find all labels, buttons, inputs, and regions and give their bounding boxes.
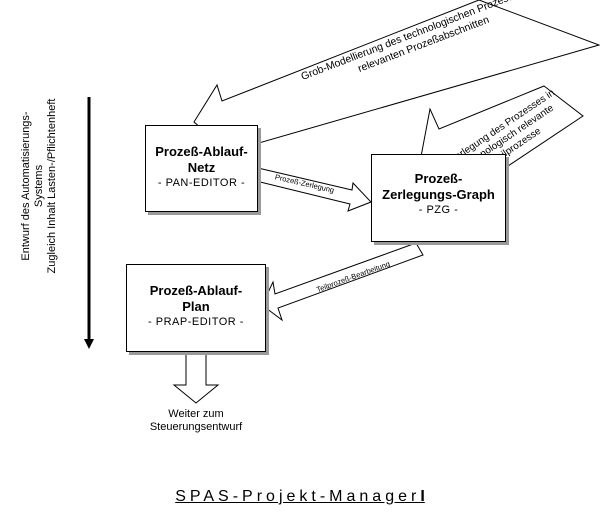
prap-title-line1: Prozeß-Ablauf- — [149, 283, 243, 298]
vertical-caption: Entwurf des Automatisierungs- Systems Zu… — [20, 66, 59, 306]
prap-editor-box: Prozeß-Ablauf- Plan - PRAP-EDITOR - — [126, 264, 266, 352]
footer-title: SPAS-Projekt-ManagerI — [0, 488, 600, 506]
output-down-arrow — [172, 351, 220, 404]
pzg-to-prap-arrow: Teilprozeß-Bearbeitung — [261, 242, 424, 322]
prap-subtitle: - PRAP-EDITOR - — [148, 316, 244, 328]
next-step-label: Weiter zum Steuerungsentwurf — [126, 408, 266, 434]
pzg-title-line1: Prozeß- — [414, 171, 463, 186]
vertical-caption-line1: Entwurf des Automatisierungs- — [20, 111, 32, 261]
next-step-line1: Weiter zum — [168, 408, 224, 420]
vertical-caption-line2: Systems — [33, 164, 45, 208]
footer-title-text: SPAS-Projekt-Manager — [175, 488, 421, 505]
vertical-caption-line3: Zugleich Inhalt Lasten-/Pflichtenheft — [46, 98, 58, 274]
pan-title-line2: Netz — [187, 160, 216, 175]
next-step-line2: Steuerungsentwurf — [149, 421, 243, 433]
footer-title-suffix: I — [420, 488, 425, 505]
prap-title-line2: Plan — [182, 299, 210, 314]
pan-to-pzg-arrow: Prozeß-Zerlegung — [255, 167, 372, 212]
pan-subtitle: - PAN-EDITOR - — [157, 177, 246, 189]
pzg-subtitle: - PZG - — [418, 204, 459, 216]
pan-title-line1: Prozeß-Ablauf- — [155, 144, 248, 159]
pzg-box: Prozeß- Zerlegungs-Graph - PZG - — [371, 154, 506, 242]
pan-editor-box: Prozeß-Ablauf- Netz - PAN-EDITOR - — [145, 125, 258, 212]
pzg-title-line2: Zerlegungs-Graph — [382, 187, 495, 202]
